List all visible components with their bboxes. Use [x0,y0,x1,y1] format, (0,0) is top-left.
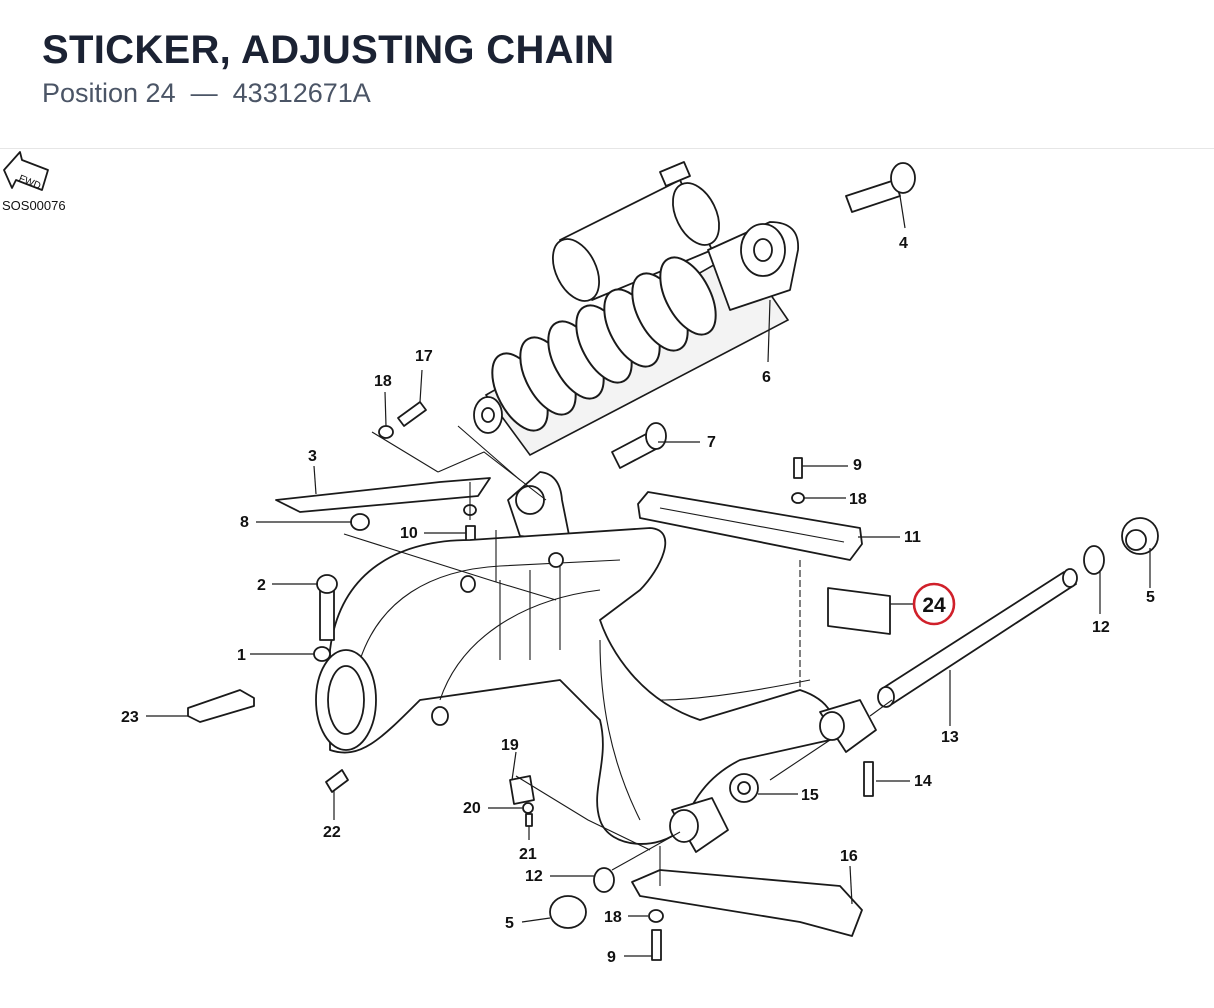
callout-20[interactable]: 20 [463,800,481,817]
callout-23[interactable]: 23 [121,709,139,726]
axle-13 [877,568,1078,708]
page-subtitle: Position 24 — 43312671A [42,78,371,109]
callout-18-top[interactable]: 18 [374,373,392,390]
plate-23 [187,689,255,723]
callout-1[interactable]: 1 [237,647,246,664]
diagram-canvas: FWD SOS00076 [2,151,1159,966]
highlighted-callout-24[interactable]: 24 [912,582,956,626]
page-header: STICKER, ADJUSTING CHAIN Position 24 — 4… [0,0,1214,149]
bolt-9b [651,929,662,961]
callout-12-right[interactable]: 12 [1092,619,1110,636]
callout-18-right[interactable]: 18 [849,491,867,508]
chain-guard-3 [275,477,491,513]
washer-18 [378,425,394,439]
bolt-7 [611,422,667,469]
bolt-14 [863,761,874,797]
callout-24[interactable]: 24 [922,594,946,617]
nut-top [548,552,564,568]
chain-slider-11 [637,491,863,561]
callout-9-lower[interactable]: 9 [607,949,616,966]
callout-15[interactable]: 15 [801,787,819,804]
bushing [431,706,449,726]
washer-18b [791,492,805,504]
callout-7[interactable]: 7 [707,434,716,451]
callout-16[interactable]: 16 [840,848,858,865]
fwd-arrow-icon: FWD [3,151,49,192]
callout-18-lower[interactable]: 18 [604,909,622,926]
exploded-parts-diagram: FWD SOS00076 [0,148,1214,1003]
bolt-4 [845,162,916,213]
callout-6[interactable]: 6 [762,369,771,386]
callout-22[interactable]: 22 [323,824,341,841]
callout-14[interactable]: 14 [914,773,932,790]
sticker-adjusting-chain-24 [827,587,891,635]
chain-guard-16 [631,869,863,937]
callout-3[interactable]: 3 [308,448,317,465]
callout-2[interactable]: 2 [257,577,266,594]
callout-5-right[interactable]: 5 [1146,589,1155,606]
grommet [460,575,476,593]
callout-10[interactable]: 10 [400,525,418,542]
circlip-12b [593,867,615,893]
nut-1 [313,646,331,662]
callout-12-lower[interactable]: 12 [525,868,543,885]
callout-labels: 4 6 7 17 18 3 8 10 2 1 23 22 9 18 11 12 … [121,235,1155,966]
bolt-2 [316,574,338,641]
reference-code: SOS00076 [2,198,66,213]
callout-9-top[interactable]: 9 [853,457,862,474]
assembly-lines [343,425,893,886]
screw-22 [325,769,349,793]
cap-5b [549,895,587,929]
callout-8[interactable]: 8 [240,514,249,531]
highlight-ring [912,582,956,626]
callout-4[interactable]: 4 [899,235,908,252]
washer-18c [648,909,664,923]
callout-11[interactable]: 11 [904,529,921,546]
screw-21 [525,813,533,827]
callout-21[interactable]: 21 [519,846,537,863]
swingarm [315,527,877,853]
bolt-9 [793,457,803,479]
callout-17[interactable]: 17 [415,348,433,365]
shock-absorber [473,161,799,457]
bushing-8 [350,513,370,531]
position-label: Position 24 [42,78,176,108]
page-title: STICKER, ADJUSTING CHAIN [42,28,615,72]
part-number: 43312671A [232,78,371,108]
circlip-12a [1083,545,1105,575]
callout-19[interactable]: 19 [501,737,519,754]
washer-20 [522,802,534,814]
bolt-17 [397,401,427,427]
leader-lines [146,195,1151,957]
callout-5-lower[interactable]: 5 [505,915,514,932]
callout-13[interactable]: 13 [941,729,959,746]
subtitle-separator: — [190,78,218,108]
